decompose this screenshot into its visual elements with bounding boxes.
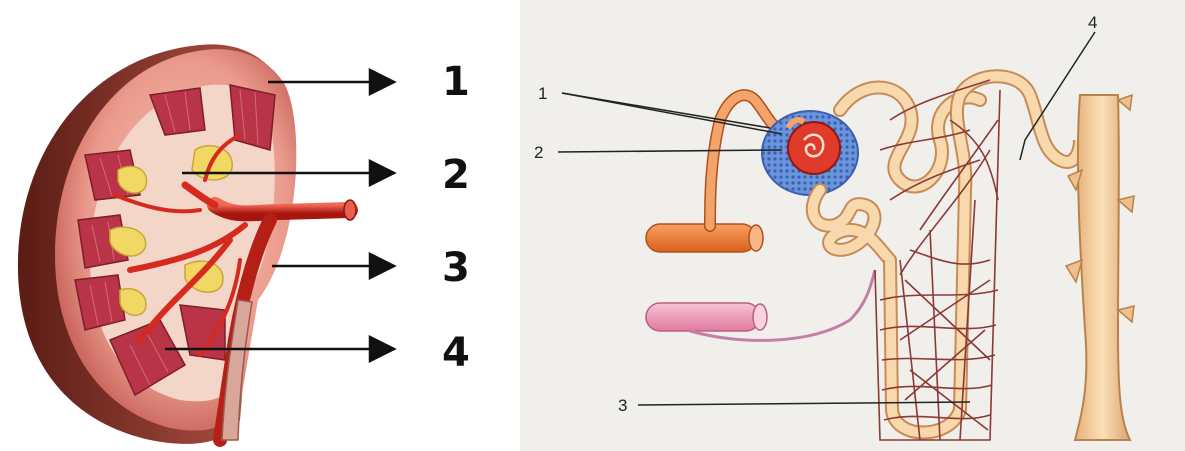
loop-of-henle [890,76,1080,432]
nephron-illustration: 1 2 3 4 [520,0,1185,451]
nephron-leader-lines [558,32,1095,405]
kidney-label-1: 1 [442,59,470,105]
kidney-illustration: 1 2 3 4 [0,0,505,451]
nephron-panel: 1 2 3 4 [520,0,1185,451]
nephron-label-1: 1 [538,84,547,103]
kidney-panel: 1 2 3 4 [0,0,505,451]
kidney-label-4: 4 [442,330,470,376]
nephron-label-2: 2 [534,143,543,162]
renal-corpuscle [762,111,858,195]
kidney-label-3: 3 [442,245,470,291]
artery-end [344,200,356,220]
nephron-label-4: 4 [1088,13,1097,32]
nephron-label-3: 3 [618,396,627,415]
kidney-label-2: 2 [442,152,470,198]
efferent-arteriole [646,270,875,340]
